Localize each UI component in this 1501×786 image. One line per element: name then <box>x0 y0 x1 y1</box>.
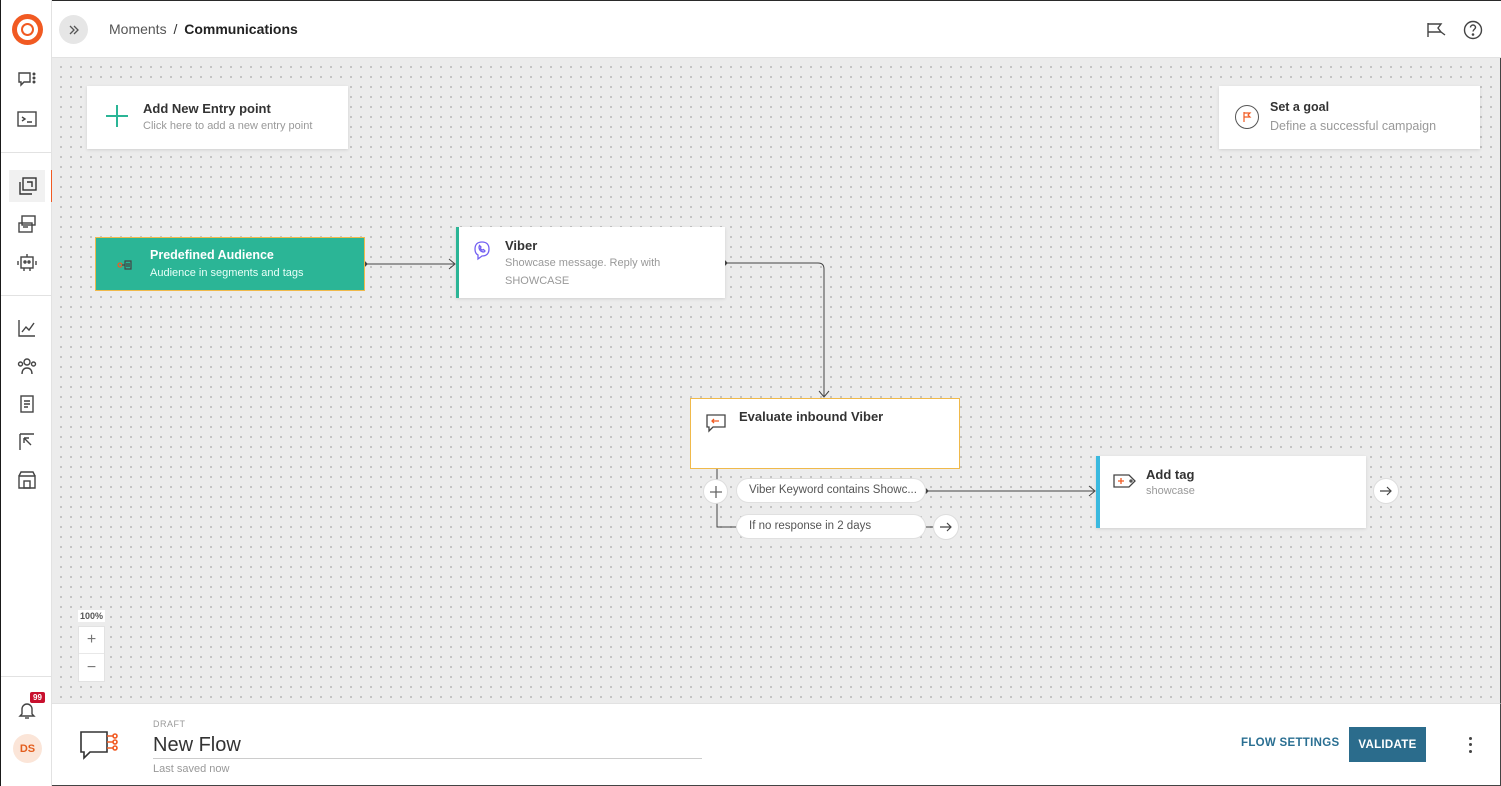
saved-status: Last saved now <box>153 763 230 775</box>
help-icon[interactable] <box>1461 19 1485 41</box>
broadcast-icon[interactable] <box>9 208 45 240</box>
arrow-right-icon <box>1380 486 1392 496</box>
export-icon[interactable] <box>9 426 45 458</box>
connection-lines <box>362 258 1096 528</box>
set-goal-card[interactable]: Set a goal Define a successful campaign <box>1219 86 1480 149</box>
audience-title: Predefined Audience <box>150 248 274 262</box>
sidebar-divider <box>1 676 53 677</box>
add-condition-button[interactable] <box>703 479 728 504</box>
flow-copy-icon[interactable] <box>9 170 53 202</box>
notebook-icon[interactable] <box>9 388 45 420</box>
breadcrumb-separator: / <box>173 21 178 37</box>
flag-icon <box>1235 105 1259 129</box>
breadcrumb-current: Communications <box>184 21 298 37</box>
add-tag-next-button[interactable] <box>1373 478 1399 504</box>
add-tag-subtitle: showcase <box>1146 485 1195 497</box>
condition-no-response[interactable]: If no response in 2 days <box>736 514 926 539</box>
analytics-icon[interactable] <box>9 312 45 344</box>
sidebar-divider <box>1 295 53 296</box>
audience-subtitle: Audience in segments and tags <box>150 267 304 279</box>
flow-settings-button[interactable]: FLOW SETTINGS <box>1241 737 1340 749</box>
topbar: Moments / Communications <box>52 0 1501 58</box>
notification-badge: 99 <box>30 692 45 703</box>
goal-subtitle: Define a successful campaign <box>1270 119 1437 133</box>
people-icon[interactable] <box>9 350 45 382</box>
bell-icon[interactable] <box>9 694 45 726</box>
condition-keyword[interactable]: Viber Keyword contains Showc... <box>736 478 926 503</box>
evaluate-title: Evaluate inbound Viber <box>739 409 884 424</box>
flow-chat-icon <box>80 731 118 760</box>
viber-subtitle: Showcase message. Reply with SHOWCASE <box>505 257 661 287</box>
store-icon[interactable] <box>9 464 45 496</box>
flow-canvas[interactable]: Add New Entry point Click here to add a … <box>52 58 1501 703</box>
tag-icon <box>1113 474 1136 488</box>
draft-status: DRAFT <box>153 719 186 729</box>
predefined-audience-node[interactable]: Predefined Audience Audience in segments… <box>95 237 365 291</box>
no-response-next-button[interactable] <box>933 514 959 540</box>
breadcrumb-parent[interactable]: Moments <box>109 21 167 37</box>
sidebar: 99 DS <box>0 0 53 786</box>
terminal-icon[interactable] <box>9 103 45 135</box>
avatar[interactable]: DS <box>13 734 42 763</box>
zoom-control: + − <box>78 626 105 682</box>
validate-button[interactable]: VALIDATE <box>1349 727 1426 762</box>
viber-icon <box>474 241 490 261</box>
double-chevron-right-icon <box>69 25 79 34</box>
flow-footer: DRAFT New Flow Last saved now FLOW SETTI… <box>52 703 1501 786</box>
flow-name-input[interactable]: New Flow <box>153 734 702 759</box>
zoom-out-button[interactable]: − <box>86 658 97 676</box>
viber-title: Viber <box>505 238 538 253</box>
zoom-in-button[interactable]: + <box>79 627 104 654</box>
sidebar-divider <box>1 152 53 153</box>
zoom-level: 100% <box>78 610 106 622</box>
chat-menu-icon[interactable] <box>9 64 45 96</box>
more-options-icon[interactable] <box>1464 735 1476 755</box>
viber-node[interactable]: Viber Showcase message. Reply with SHOWC… <box>456 227 725 298</box>
goal-title: Set a goal <box>1270 100 1330 114</box>
add-tag-node[interactable]: Add tag showcase <box>1096 456 1366 528</box>
inbound-message-icon <box>706 414 726 433</box>
add-entry-point-card[interactable]: Add New Entry point Click here to add a … <box>87 86 348 149</box>
add-tag-title: Add tag <box>1146 467 1195 482</box>
evaluate-inbound-node[interactable]: Evaluate inbound Viber <box>690 398 960 469</box>
entry-point-subtitle: Click here to add a new entry point <box>143 120 313 132</box>
arrow-right-icon <box>940 522 952 532</box>
entry-point-title: Add New Entry point <box>143 101 271 116</box>
brand-logo[interactable] <box>12 14 43 45</box>
announcement-icon[interactable] <box>1425 19 1449 41</box>
expand-sidebar-button[interactable] <box>59 15 88 44</box>
bot-icon[interactable] <box>9 246 45 278</box>
plus-icon <box>106 105 128 127</box>
breadcrumb: Moments / Communications <box>109 21 298 37</box>
plus-icon <box>709 485 722 498</box>
audience-icon <box>117 260 132 270</box>
